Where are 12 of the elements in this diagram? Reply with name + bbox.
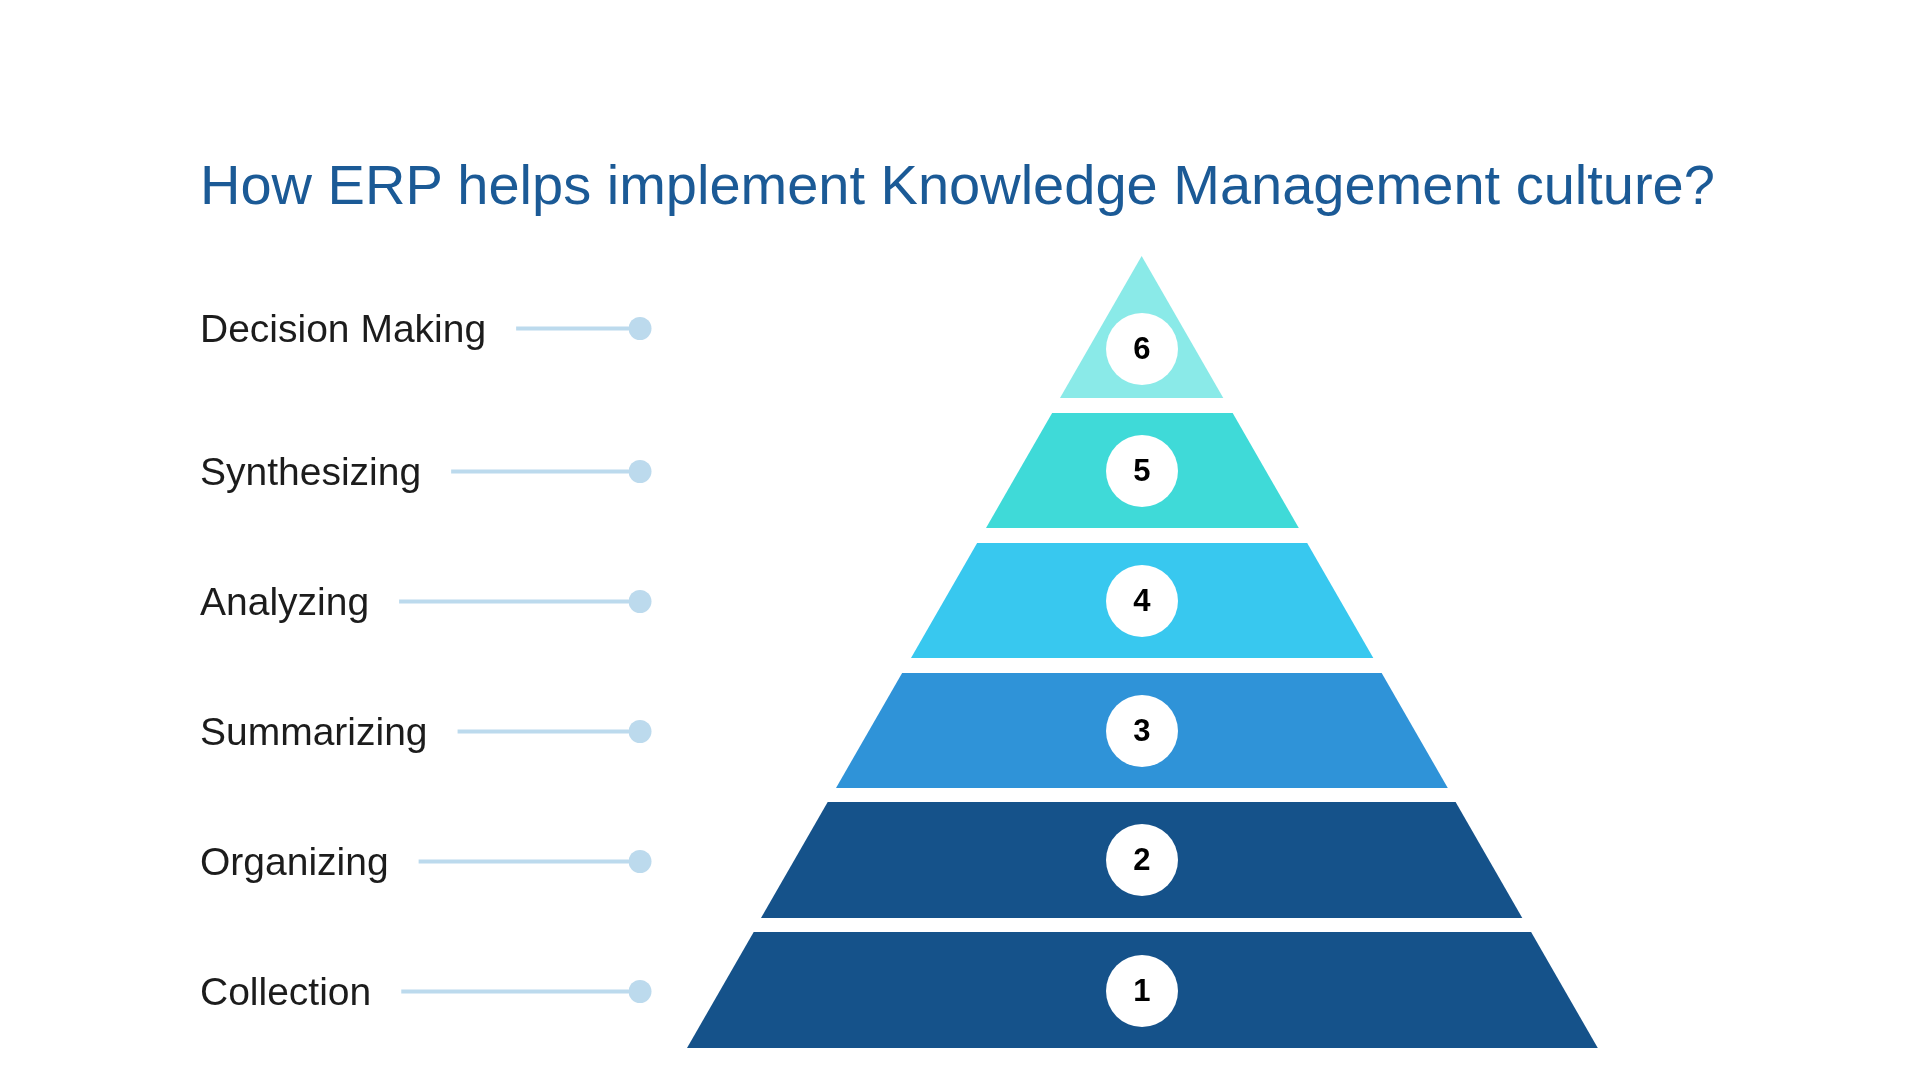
leader-line [399,590,652,613]
step-label: Collection [200,972,372,1011]
step-label: Analyzing [200,582,370,621]
leader-line [418,850,652,873]
step-label: Summarizing [200,712,428,751]
leader-line [457,720,652,743]
step-label: Organizing [200,842,389,881]
leader-line [516,317,652,340]
leader-line [451,460,652,483]
leader-line [401,980,652,1003]
step-label: Decision Making [200,309,487,348]
step-label: Synthesizing [200,452,422,491]
